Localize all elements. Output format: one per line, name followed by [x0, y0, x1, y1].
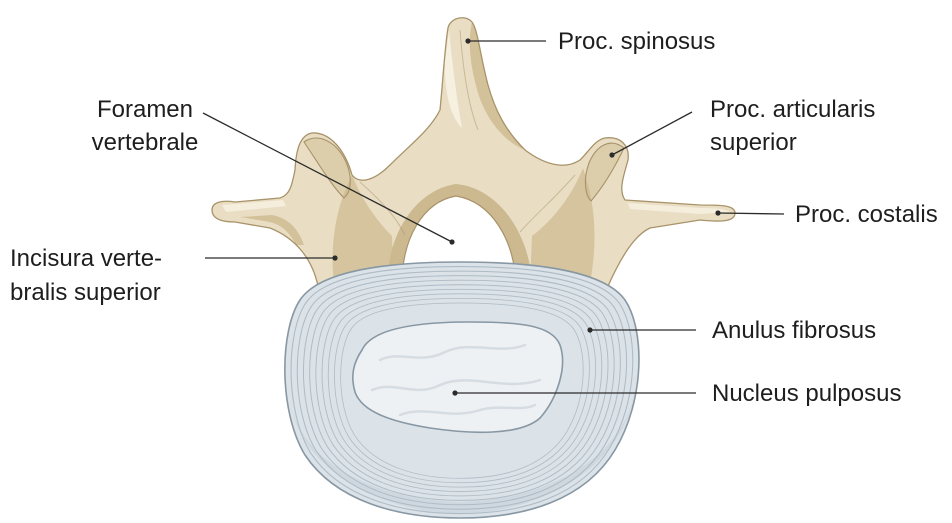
label-foramen-vertebrale-line2: vertebrale [92, 129, 199, 156]
vertebral-arch [212, 18, 735, 286]
label-proc-articularis-line2: superior [710, 129, 797, 156]
pointer-dot-foramen-vertebrale [449, 239, 454, 244]
label-incisura-line2: bralis superior [10, 279, 161, 306]
label-incisura-line1: Incisura verte- [10, 245, 162, 272]
pointer-dot-proc-articularis [609, 152, 614, 157]
pointer-dot-anulus-fibrosus [587, 327, 592, 332]
intervertebral-disc [285, 262, 639, 518]
label-proc-articularis-line1: Proc. articularis [710, 96, 875, 123]
pointer-dot-incisura [332, 255, 337, 260]
label-nucleus-pulposus: Nucleus pulposus [712, 380, 901, 407]
pointer-dot-nucleus-pulposus [452, 390, 457, 395]
leader-line-proc-articularis [612, 112, 692, 155]
nucleus-pulposus-shape [353, 322, 563, 432]
label-foramen-vertebrale-line1: Foramen [97, 96, 193, 123]
label-proc-costalis: Proc. costalis [795, 201, 938, 228]
pointer-dot-proc-spinosus [465, 38, 470, 43]
label-anulus-fibrosus: Anulus fibrosus [712, 317, 876, 344]
label-proc-spinosus: Proc. spinosus [558, 28, 715, 55]
pointer-dot-proc-costalis [715, 210, 720, 215]
